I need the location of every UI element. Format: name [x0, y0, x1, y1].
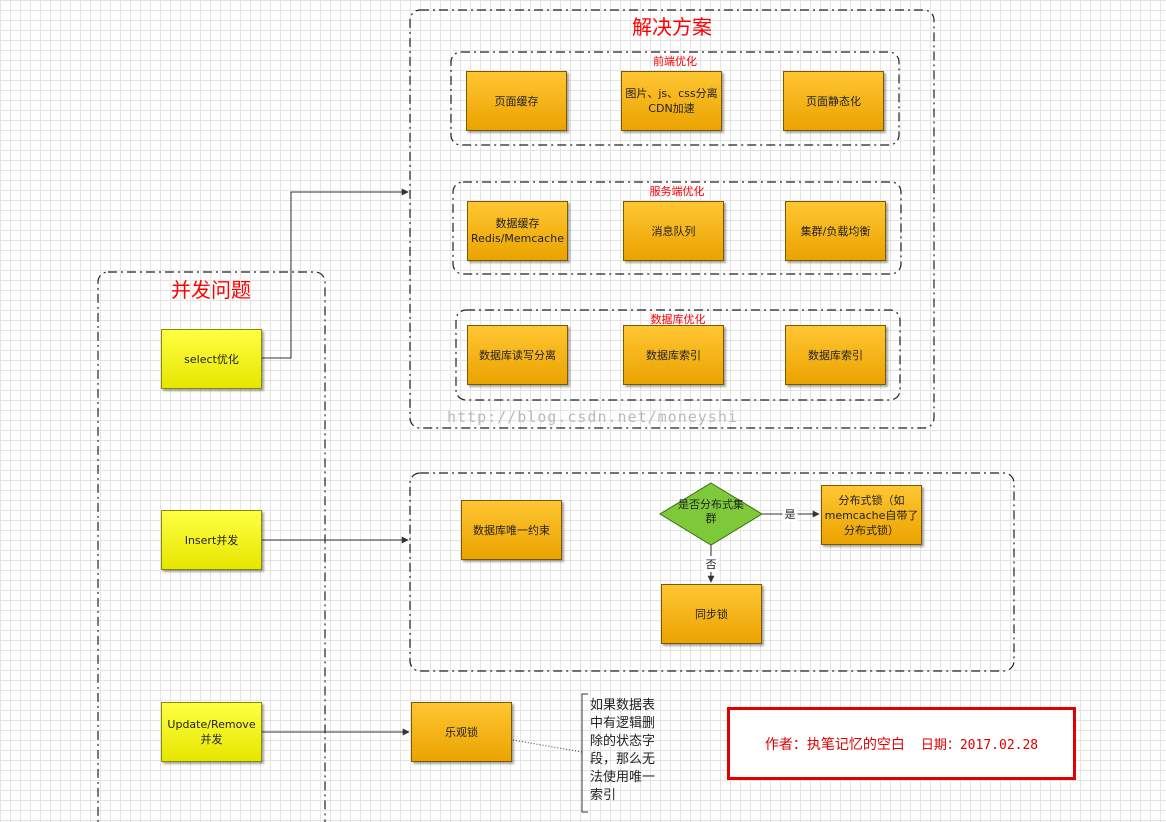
db-index-box[interactable]: 数据库索引: [623, 325, 724, 385]
note-bracket: [581, 693, 588, 813]
sync-lock-box[interactable]: 同步锁: [661, 584, 762, 644]
optimistic-lock-note: 如果数据表 中有逻辑删 除的状态字 段，那么无 法使用唯一 索引: [590, 698, 656, 803]
yes-label: 是: [782, 506, 798, 522]
page-cache-box[interactable]: 页面缓存: [466, 71, 567, 131]
frontend-title: 前端优化: [653, 55, 697, 68]
optimistic-lock-box[interactable]: 乐观锁: [411, 702, 512, 762]
db-unique-constraint-box[interactable]: 数据库唯一约束: [461, 500, 562, 560]
static-page-box[interactable]: 页面静态化: [783, 71, 884, 131]
db-read-write-split-box[interactable]: 数据库读写分离: [467, 325, 568, 385]
insert-solution-frame: [409, 472, 1015, 672]
lock-to-note-connector: [512, 739, 583, 753]
solutions-frame: [409, 9, 935, 429]
insert-concurrency-box[interactable]: Insert并发: [161, 510, 262, 570]
distributed-cluster-decision-diamond: [659, 482, 763, 546]
server-title: 服务端优化: [649, 185, 705, 198]
author-date: 日期：2017.02.28: [920, 738, 1039, 753]
database-frame: [455, 309, 901, 401]
author-box: 作者：执笔记忆的空白 日期：2017.02.28: [727, 707, 1076, 780]
cluster-load-balance-box[interactable]: 集群/负载均衡: [785, 201, 886, 261]
update-remove-concurrency-box[interactable]: Update/Remove 并发: [161, 702, 262, 762]
resource-split-cdn-box[interactable]: 图片、js、css分离 CDN加速: [621, 71, 722, 131]
no-label: 否: [703, 556, 719, 572]
problems-title: 并发问题: [171, 278, 251, 302]
problems-frame: [97, 271, 326, 822]
db-index-box-2[interactable]: 数据库索引: [785, 325, 886, 385]
solutions-title: 解决方案: [632, 15, 712, 39]
author-label: 作者：执笔记忆的空白: [764, 736, 905, 753]
watermark-text: http://blog.csdn.net/moneyshi: [447, 408, 738, 426]
frontend-frame: [450, 51, 900, 146]
server-frame: [452, 181, 902, 275]
data-cache-box[interactable]: 数据缓存 Redis/Memcache: [467, 201, 568, 261]
select-optimization-box[interactable]: select优化: [161, 329, 262, 389]
message-queue-box[interactable]: 消息队列: [623, 201, 724, 261]
select-to-solutions-connector: [262, 188, 409, 359]
decision-text: 是否分布式集 群: [678, 498, 744, 525]
database-title: 数据库优化: [650, 313, 706, 326]
distributed-lock-box[interactable]: 分布式锁（如 memcache自带了 分布式锁）: [821, 485, 922, 545]
